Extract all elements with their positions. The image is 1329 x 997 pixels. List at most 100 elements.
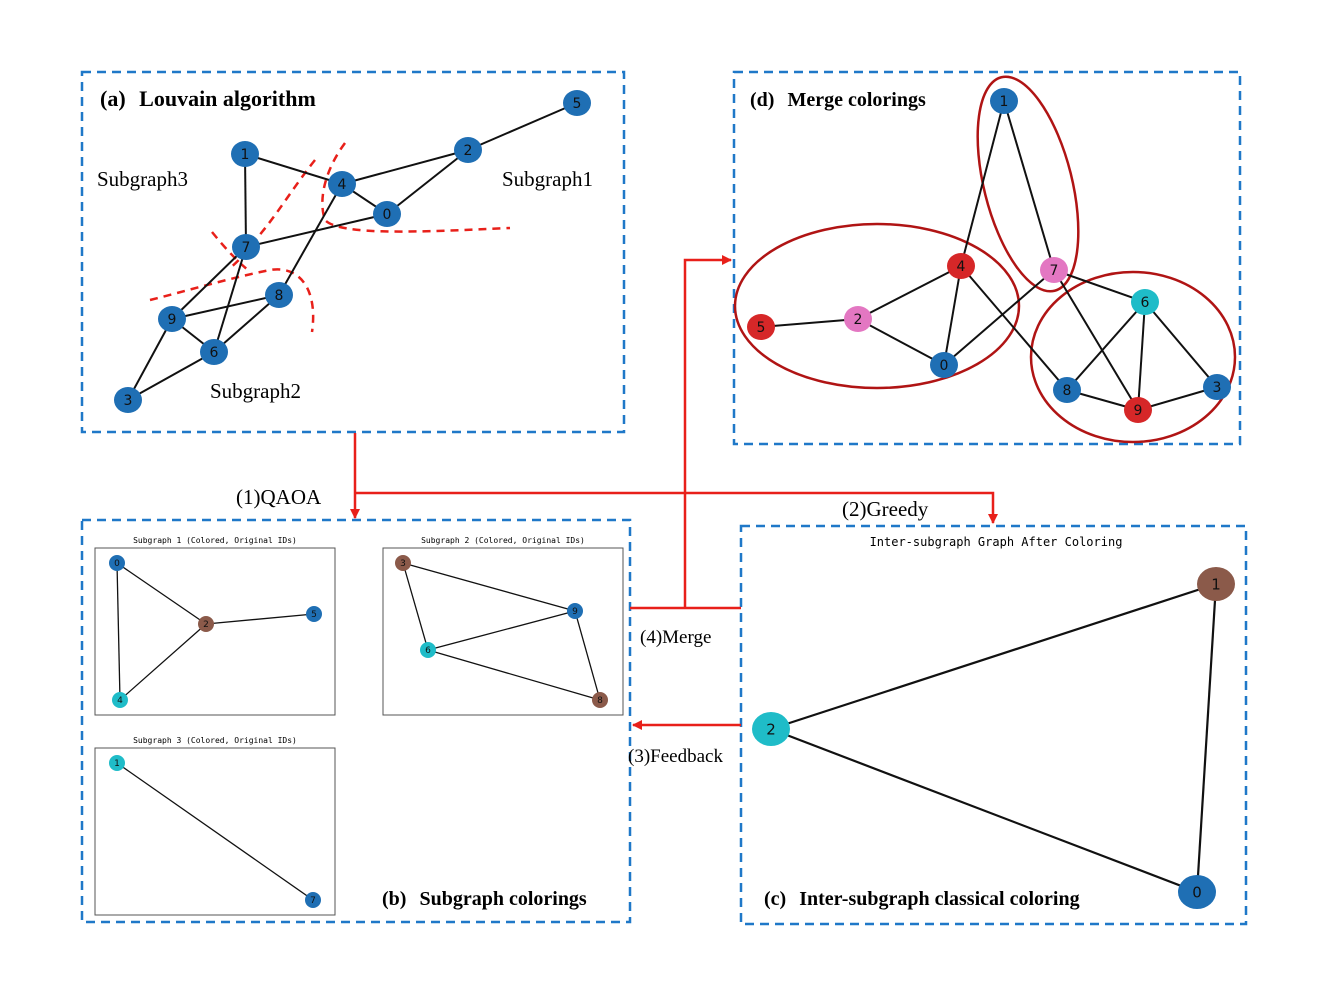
inter-node-2-circle — [752, 712, 790, 746]
sub2-edge-3-9 — [402, 562, 576, 612]
merged-node-8: 8 — [1053, 377, 1081, 403]
louvain-node-7-circle — [232, 234, 260, 260]
inter-node-2: 2 — [752, 712, 790, 746]
louvain-edge-2-0 — [386, 149, 469, 215]
inter-node-0-circle — [1178, 875, 1216, 909]
sub1-node-5-label: 5 — [311, 610, 317, 620]
inter-node-1-label: 1 — [1211, 575, 1221, 593]
panel-b: Subgraph 1 (Colored, Original IDs) 0254 … — [94, 536, 624, 916]
merged-edge-7-0 — [943, 269, 1055, 366]
merged-node-0-label: 0 — [940, 358, 949, 374]
label-feedback: (3)Feedback — [628, 746, 723, 767]
panel-c-label: (c) — [764, 888, 786, 910]
sub3-node-7-label: 7 — [310, 896, 316, 906]
louvain-node-9-label: 9 — [168, 312, 177, 328]
inter-edge-1-0 — [1195, 583, 1218, 893]
merged-node-2: 2 — [844, 306, 872, 332]
louvain-edge-8-6 — [213, 294, 280, 353]
louvain-node-2-label: 2 — [464, 143, 473, 159]
louvain-node-6-circle — [200, 339, 228, 365]
sub2-node-6-label: 6 — [425, 646, 431, 656]
sub2-node-8: 8 — [592, 692, 608, 708]
flow-arrows — [350, 260, 998, 730]
louvain-node-7-label: 7 — [242, 240, 251, 256]
merged-node-4: 4 — [947, 253, 975, 279]
sub3-edge-1-7 — [116, 762, 314, 901]
merged-edge-5-2 — [760, 318, 859, 328]
louvain-edge-9-3 — [127, 318, 173, 401]
merged-node-4-label: 4 — [957, 259, 966, 275]
sub1-node-0-circle — [109, 555, 125, 571]
label-greedy: (2)Greedy — [842, 497, 929, 521]
inter-node-0: 0 — [1178, 875, 1216, 909]
sub3-node-1: 1 — [109, 755, 125, 771]
ellipse-subgraph3 — [976, 75, 1080, 293]
merged-edge-2-0 — [857, 318, 945, 366]
sub1-frame — [94, 547, 336, 716]
merged-node-6-label: 6 — [1141, 295, 1150, 311]
merged-node-4-circle — [947, 253, 975, 279]
sub2-node-3-label: 3 — [400, 559, 406, 569]
ellipse-subgraph2 — [1029, 270, 1237, 444]
louvain-node-8: 8 — [265, 282, 293, 308]
sub2-node-8-circle — [592, 692, 608, 708]
louvain-node-9-circle — [158, 306, 186, 332]
merged-node-2-label: 2 — [854, 312, 863, 328]
sub1-title: Subgraph 1 (Colored, Original IDs) — [133, 536, 297, 545]
community-partition-lines — [149, 142, 511, 333]
louvain-node-1: 1 — [231, 141, 259, 167]
louvain-node-5-label: 5 — [573, 96, 582, 112]
louvain-node-4-circle — [328, 171, 356, 197]
inter-node-1-circle — [1197, 567, 1235, 601]
sub1-edges — [116, 562, 315, 701]
sub2-edge-6-9 — [427, 610, 576, 651]
louvain-node-3-circle — [114, 387, 142, 413]
merged-edge-7-9 — [1053, 269, 1139, 411]
panel-a-label: (a) — [100, 86, 126, 111]
arrow-greedy — [355, 491, 998, 524]
louvain-edge-7-6 — [213, 246, 247, 353]
merge-ellipses — [733, 75, 1237, 444]
merged-node-9-circle — [1124, 397, 1152, 423]
louvain-node-5: 5 — [563, 90, 591, 116]
merged-edge-1-4 — [960, 100, 1005, 267]
panel-a-title: Louvain algorithm — [139, 86, 316, 111]
louvain-node-2-circle — [454, 137, 482, 163]
sub1-node-2-label: 2 — [203, 620, 209, 630]
sub1-node-5-circle — [306, 606, 322, 622]
sub1-node-2: 2 — [198, 616, 214, 632]
sub1-node-2-circle — [198, 616, 214, 632]
merged-node-7-circle — [1040, 257, 1068, 283]
louvain-node-6-label: 6 — [210, 345, 219, 361]
sub1-edge-0-2 — [116, 562, 207, 625]
merged-node-5: 5 — [747, 314, 775, 340]
sub3-node-7: 7 — [305, 892, 321, 908]
louvain-edge-8-9 — [171, 294, 280, 320]
merged-node-3-label: 3 — [1213, 380, 1222, 396]
sub2-node-6-circle — [420, 642, 436, 658]
merged-edge-4-0 — [943, 265, 962, 366]
merged-node-5-circle — [747, 314, 775, 340]
louvain-node-7: 7 — [232, 234, 260, 260]
subgraph1-label: Subgraph1 — [502, 167, 593, 191]
merged-node-1-circle — [990, 88, 1018, 114]
merged-node-2-circle — [844, 306, 872, 332]
merged-node-0: 0 — [930, 352, 958, 378]
sub2-edge-9-8 — [574, 610, 601, 701]
louvain-node-2: 2 — [454, 137, 482, 163]
louvain-node-4: 4 — [328, 171, 356, 197]
sub2-node-8-label: 8 — [597, 696, 603, 706]
graph-a-edges — [127, 102, 578, 401]
merged-edge-6-3 — [1144, 301, 1218, 388]
louvain-node-0: 0 — [373, 201, 401, 227]
panel-a-border — [80, 70, 626, 434]
svg-text:(d) Merge colorings: (d) Merge colorings — [750, 89, 926, 111]
sub1-node-0: 0 — [109, 555, 125, 571]
sub3-frame — [94, 747, 336, 916]
inter-node-1: 1 — [1197, 567, 1235, 601]
